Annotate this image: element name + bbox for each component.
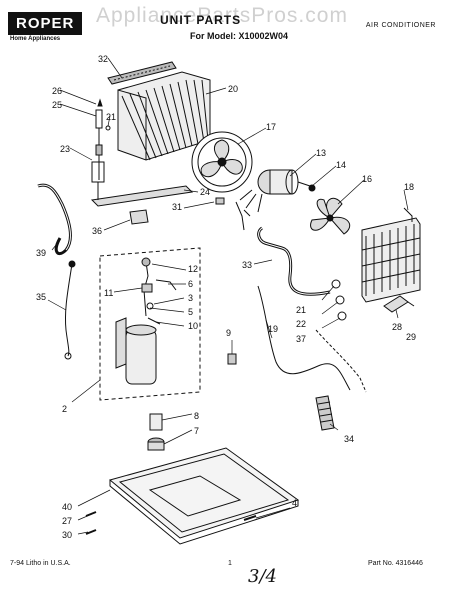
callout-33: 33 xyxy=(242,260,252,270)
callout-24: 24 xyxy=(200,187,210,197)
callout-32: 32 xyxy=(98,54,108,64)
part-36-bracket xyxy=(129,209,149,225)
part-40-base-pan xyxy=(108,447,300,545)
part-27-30-4-screws xyxy=(85,511,257,535)
leader-lines xyxy=(47,57,409,535)
part-13-motor xyxy=(239,169,316,213)
callout-2: 2 xyxy=(62,404,67,414)
callout-31: 31 xyxy=(172,202,182,212)
part-16-condenser-fan xyxy=(310,197,351,235)
callout-30: 30 xyxy=(62,530,72,540)
callout-21: 21 xyxy=(106,112,116,122)
callout-12: 12 xyxy=(188,264,198,274)
page-number: 1 xyxy=(228,560,232,567)
part-19-thermostat-wire xyxy=(257,285,367,393)
callout-29: 29 xyxy=(406,332,416,342)
callout-28: 28 xyxy=(392,322,402,332)
callout-14: 14 xyxy=(336,160,346,170)
callout-40: 40 xyxy=(62,502,72,512)
callout-8: 8 xyxy=(194,411,199,421)
callout-23: 23 xyxy=(60,144,70,154)
callout-20: 20 xyxy=(228,84,238,94)
part-22-37-fittings xyxy=(331,279,347,321)
callout-26: 26 xyxy=(52,86,62,96)
callout-3: 3 xyxy=(188,293,193,303)
part-35-power-cord xyxy=(64,260,76,360)
part-31-screws xyxy=(215,197,251,231)
callout-34: 34 xyxy=(344,434,354,444)
part-28-capillary xyxy=(383,295,415,313)
callout-13: 13 xyxy=(316,148,326,158)
handwritten-mark: 3/4 xyxy=(248,566,277,587)
callout-21b: 21 xyxy=(296,305,306,315)
watermark: AppliancePartsPros.com xyxy=(96,4,348,27)
callout-19: 19 xyxy=(268,324,278,334)
callout-7: 7 xyxy=(194,426,199,436)
part-34-filter xyxy=(315,395,335,431)
part-17-blower-wheel xyxy=(191,131,253,193)
callout-10: 10 xyxy=(188,321,198,331)
callout-35: 35 xyxy=(36,292,46,302)
callout-9: 9 xyxy=(226,328,231,338)
part-9-grommet xyxy=(227,353,237,365)
part-39-refrigerant-tube xyxy=(37,183,72,255)
callout-4: 4 xyxy=(292,498,297,508)
brand-logo: ROPER Home Appliances xyxy=(8,12,94,42)
callout-37: 37 xyxy=(296,334,306,344)
part-number: Part No. 4316446 xyxy=(368,560,423,567)
print-info: 7-94 Litho in U.S.A. xyxy=(10,560,71,567)
callout-36: 36 xyxy=(92,226,102,236)
callout-27: 27 xyxy=(62,516,72,526)
callout-11: 11 xyxy=(104,288,113,298)
part-2-compressor-assembly xyxy=(99,247,201,401)
brand-name: ROPER xyxy=(8,12,83,35)
callout-16: 16 xyxy=(362,174,372,184)
brand-subtitle: Home Appliances xyxy=(10,36,61,42)
part-18-evaporator-coil xyxy=(361,207,421,303)
part-26-25-valve xyxy=(95,98,111,180)
part-24-drain-tube xyxy=(90,161,194,207)
part-8-7-mounts xyxy=(147,413,165,451)
callout-39: 39 xyxy=(36,248,46,258)
callout-5: 5 xyxy=(188,307,193,317)
model-number: For Model: X10002W04 xyxy=(190,31,289,41)
callout-25: 25 xyxy=(52,100,62,110)
callout-22: 22 xyxy=(296,319,306,329)
part-33-suction-tube xyxy=(257,226,331,296)
product-category: AIR CONDITIONER xyxy=(365,22,436,29)
callout-17: 17 xyxy=(266,122,276,132)
callout-6: 6 xyxy=(188,279,193,289)
callout-18: 18 xyxy=(404,182,414,192)
part-20-condenser-coil xyxy=(117,71,211,161)
page-title: UNIT PARTS xyxy=(160,13,242,27)
part-32-top-bar xyxy=(107,61,177,85)
callout-numbers: 32 20 26 25 21 17 13 14 16 18 23 24 31 3… xyxy=(36,54,416,540)
